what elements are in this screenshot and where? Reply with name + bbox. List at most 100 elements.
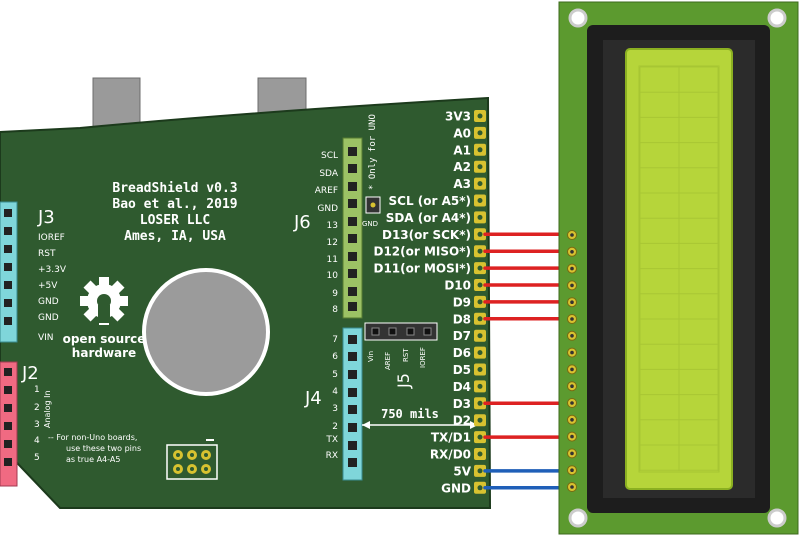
j6-pin-label: 10: [327, 271, 339, 281]
j4-pin-label: 5: [332, 370, 338, 380]
logo-line: hardware: [72, 346, 136, 360]
header-pin-label: 5V: [453, 464, 471, 478]
wire: [483, 232, 570, 237]
j6-pin-label: GND: [317, 204, 338, 214]
jumper-gnd-label: GND: [362, 220, 378, 228]
header-pin-label: D10: [444, 279, 471, 293]
title-line: Bao et al., 2019: [112, 197, 237, 212]
j5-ref: J5: [394, 373, 413, 389]
header-pin-hole: [477, 248, 483, 254]
header-pin-hole: [477, 198, 483, 203]
header-pin-label: D3: [453, 397, 471, 411]
j3-pin-label: GND: [38, 297, 59, 307]
j6-pin-label: 12: [327, 238, 338, 248]
j4-pins: [348, 335, 357, 467]
title-line: LOSER LLC: [140, 213, 210, 228]
header-pin-label: D11(or MOSI*): [374, 262, 472, 276]
dimension-label: 750 mils: [381, 407, 439, 421]
j2-pin-label: 2: [34, 403, 40, 413]
j5-pin-label: IOREF: [419, 347, 427, 368]
open-source-hardware-logo: open source hardware: [63, 277, 146, 360]
lcd-pin-hole: [570, 451, 574, 456]
header-pin-hole: [477, 485, 483, 491]
header-pin-label: A2: [453, 160, 471, 174]
lcd-mount-hole: [767, 508, 787, 528]
header-pin-hole: [477, 181, 483, 187]
j6-header: [342, 137, 363, 319]
header-pin-hole: [477, 231, 483, 237]
lcd-pin-hole: [570, 401, 574, 405]
header-pin-hole: [477, 333, 483, 339]
header-pin-hole: [477, 130, 483, 136]
header-pin-hole: [477, 350, 483, 356]
j6-pin-label: SCL: [321, 151, 338, 161]
header-pin-label: 3V3: [445, 110, 471, 124]
header-pin-label: D12(or MISO*): [374, 245, 472, 259]
j6-pin-label: AREF: [315, 186, 338, 196]
j5-pin-label: Vin: [367, 351, 375, 362]
lcd-pin-hole: [570, 418, 574, 422]
j3-pin-label: IOREF: [38, 233, 65, 243]
wire: [483, 249, 570, 254]
logo-line: open source: [63, 332, 146, 346]
j2-pins: [4, 368, 12, 466]
header-pin-label: D9: [453, 295, 471, 309]
j4-pin-label: 4: [332, 387, 338, 397]
j2-pin-label: 5: [34, 453, 40, 463]
j6-pin-label: 13: [327, 221, 338, 231]
j4-header: [342, 327, 363, 481]
header-pin-hole: [477, 367, 483, 372]
j6-pin-label: 8: [332, 305, 338, 315]
header-pin-hole: [477, 164, 483, 170]
j3-pin-label: +5V: [38, 281, 58, 291]
lcd-pin-hole: [570, 283, 574, 288]
wire: [483, 266, 570, 271]
header-pin-hole: [477, 113, 483, 119]
lcd-mount-hole: [568, 508, 588, 528]
wires: [483, 232, 570, 490]
lcd-pin-hole: [570, 334, 574, 338]
wire: [483, 468, 570, 473]
title-block: BreadShield v0.3 Bao et al., 2019 LOSER …: [112, 181, 237, 244]
j6-pin-labels: SCL SDA AREF GND 13 12 11 10 9 8: [315, 151, 339, 315]
header-pin-label: TX/D1: [431, 431, 471, 445]
lcd-pin-hole: [570, 434, 574, 439]
header-pin-label: SCL (or A5*): [389, 194, 472, 208]
header-pin-hole: [477, 451, 483, 457]
j2-note-line: use these two pins: [66, 444, 141, 453]
header-pin-label: D8: [453, 312, 471, 326]
header-pin-hole: [477, 282, 483, 288]
j2-pin-label: 1: [34, 385, 40, 395]
lcd-pin-hole: [570, 233, 574, 237]
j3-pin-label: RST: [38, 249, 56, 259]
header-pin-hole: [477, 417, 483, 423]
j2-pin-label: 3: [34, 420, 40, 430]
header-pin-label: SDA (or A4*): [386, 211, 471, 225]
j2-note-line: as true A4-A5: [66, 455, 120, 464]
j2-note-line: -- For non-Uno boards,: [48, 433, 137, 442]
header-pin-label: D13(or SCK*): [382, 228, 471, 242]
header-pin-hole: [477, 265, 483, 271]
title-line: BreadShield v0.3: [112, 181, 237, 196]
j4-pin-label: TX: [325, 435, 338, 445]
dimension-750-mils: 750 mils: [362, 407, 478, 429]
header-pin-label: D5: [453, 363, 471, 377]
lcd-mount-hole: [767, 8, 787, 28]
lcd-pin-hole: [570, 350, 574, 355]
j2-note: -- For non-Uno boards, use these two pin…: [48, 433, 141, 464]
header-pin-label: D6: [453, 346, 471, 360]
j5-pin-label: AREF: [384, 352, 392, 370]
j4-pin-label: 7: [332, 335, 338, 345]
header-pin-hole: [477, 434, 483, 440]
gear-icon: [80, 277, 128, 325]
lcd-pin-hole: [570, 250, 574, 254]
header-pin-label: GND: [441, 481, 471, 495]
header-pin-hole: [477, 400, 483, 406]
j3-pins: [4, 209, 12, 325]
j4-pin-label: RX: [326, 451, 338, 461]
j5-pins: [371, 327, 432, 336]
j3-pin-labels: IOREF RST +3.3V +5V GND GND VIN: [38, 233, 67, 343]
title-line: Ames, IA, USA: [124, 229, 226, 244]
